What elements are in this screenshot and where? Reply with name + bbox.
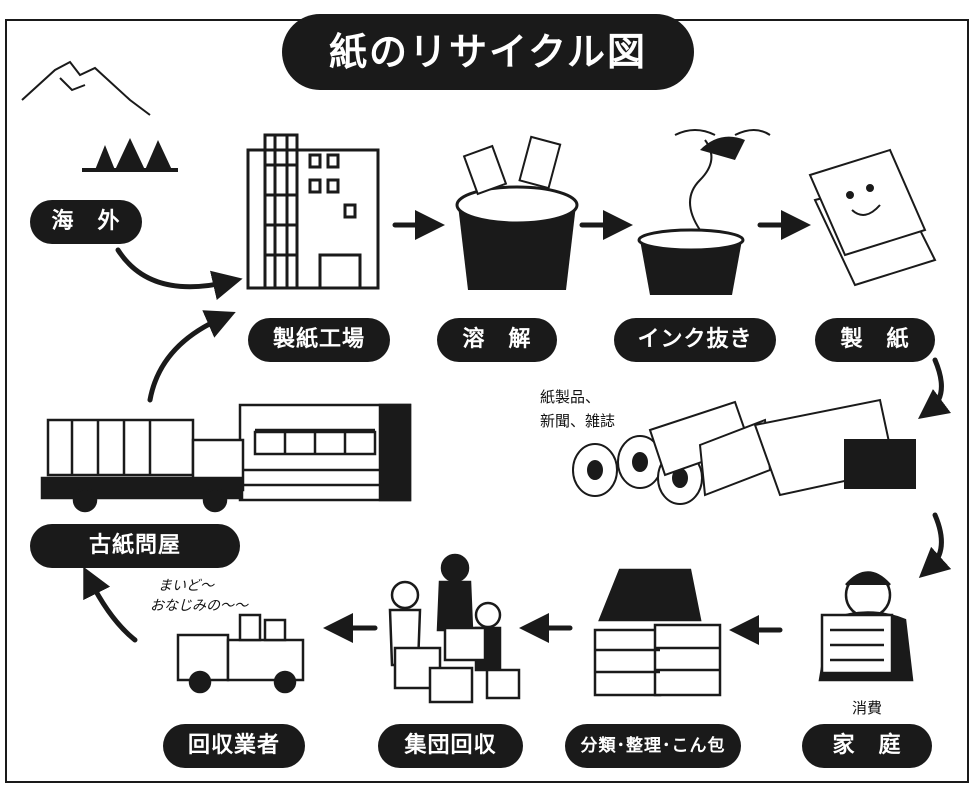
diagram-title: 紙のリサイクル図 — [282, 14, 694, 90]
node-group-collection: 集団回収 — [378, 724, 523, 768]
paper-products-icon — [572, 398, 916, 505]
arrow-overseas-to-mill — [115, 247, 243, 300]
node-collector: 回収業者 — [163, 724, 305, 768]
packed-boxes-icon — [593, 568, 722, 697]
flow-arrows — [83, 210, 952, 645]
node-household: 家 庭 — [802, 724, 932, 768]
collection-truck-icon — [176, 613, 305, 694]
person-reading-icon — [818, 571, 914, 682]
node-deink: インク抜き — [614, 318, 776, 362]
products-note-line1: 紙製品、 — [540, 388, 601, 406]
arrow-papermaking-to-products — [918, 357, 952, 420]
arrow-collector-to-wholesaler — [83, 566, 138, 643]
node-paper-mill: 製紙工場 — [248, 318, 390, 362]
paper-sheets-icon — [808, 148, 937, 287]
group-collection-icon — [388, 553, 521, 704]
consumption-note: 消費 — [852, 699, 883, 717]
factory-icon — [246, 133, 380, 290]
dissolving-pot-icon — [455, 135, 579, 290]
arrow-products-to-household — [918, 512, 952, 579]
deinking-bowl-icon — [637, 129, 771, 295]
mountain-icon — [21, 60, 151, 116]
node-papermaking: 製 紙 — [815, 318, 935, 362]
node-sorting: 分類･整理･こん包 — [565, 724, 741, 768]
products-note-line2: 新聞、雑誌 — [540, 412, 616, 430]
node-wholesaler: 古紙問屋 — [30, 524, 240, 568]
forest-icon — [82, 138, 178, 172]
speech-line2: おなじみの～～ — [150, 598, 248, 614]
wholesaler-truck-icon — [40, 418, 245, 513]
node-overseas: 海 外 — [30, 200, 142, 244]
wholesaler-warehouse-icon — [238, 403, 412, 502]
node-dissolve: 溶 解 — [437, 318, 557, 362]
speech-line1: まいど～ — [158, 578, 214, 594]
arrow-wholesaler-to-mill — [147, 310, 236, 403]
